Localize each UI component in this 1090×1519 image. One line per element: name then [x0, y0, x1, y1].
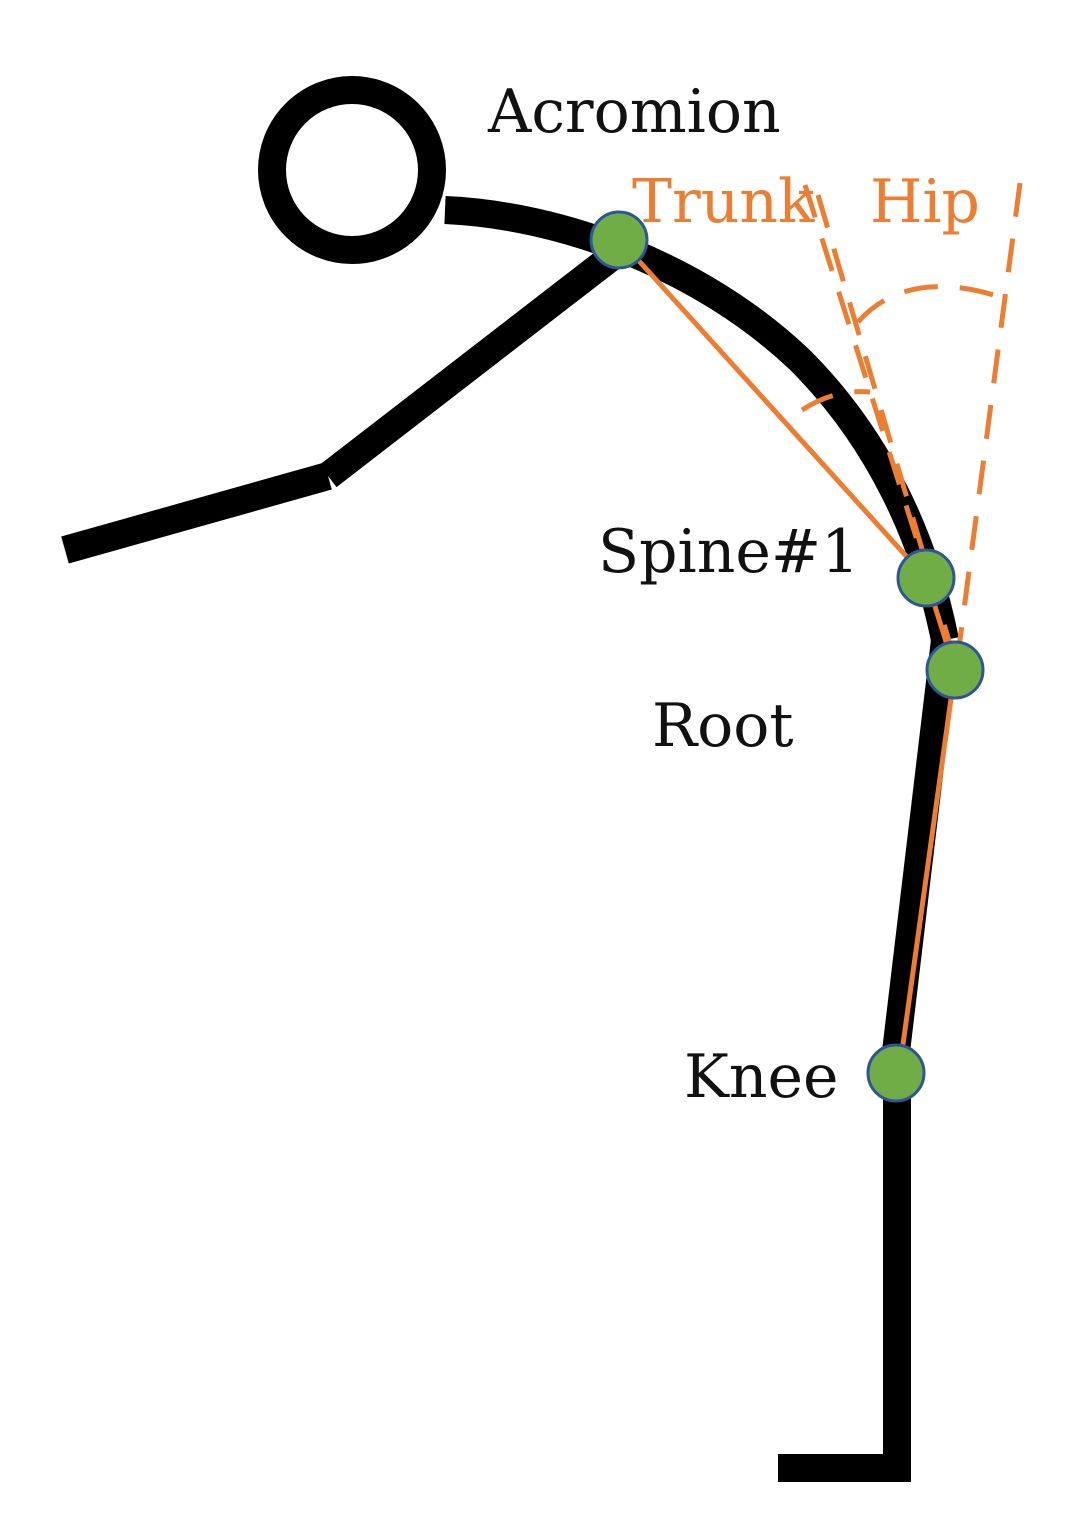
head: [258, 76, 446, 264]
stick-figure: [61, 76, 959, 1482]
trunk-angle-arc: [800, 389, 871, 413]
root-to-knee-segment: [896, 667, 958, 1076]
acromion-joint-marker: [589, 210, 649, 270]
acromion-label: Acromion: [487, 77, 781, 147]
hip-angle-arc: [856, 284, 1004, 324]
shin-and-foot: [778, 1060, 911, 1482]
trunk-angle-reference-line: [802, 184, 931, 576]
root-joint-marker: [925, 640, 985, 700]
forearm: [61, 462, 332, 564]
upper-arm: [319, 240, 627, 488]
joint-markers: [589, 210, 985, 1103]
spine1-joint-marker: [896, 548, 956, 608]
knee-joint-marker: [866, 1043, 926, 1103]
spine1-label: Spine#1: [598, 517, 859, 587]
root-label: Root: [652, 691, 794, 761]
thigh: [881, 638, 959, 1062]
labels: Acromion Trunk Hip Spine#1 Root Knee: [487, 77, 980, 1112]
neck-and-spine-curve: [444, 196, 959, 643]
hip-angle-vertical-line: [955, 182, 1023, 656]
hip-angle-label: Hip: [870, 167, 980, 237]
knee-label: Knee: [684, 1042, 838, 1112]
acromion-to-spine1-segment: [617, 237, 929, 581]
trunk-angle-label: Trunk: [632, 167, 815, 237]
